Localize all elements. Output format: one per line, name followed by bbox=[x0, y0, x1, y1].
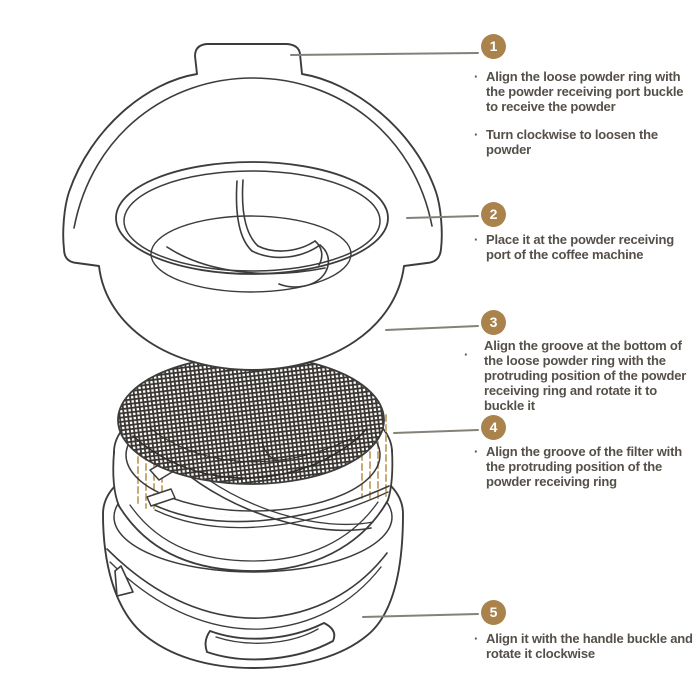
instruction-text: Align the groove of the filter with the … bbox=[486, 444, 682, 489]
step-5: 5 · Align it with the handle buckle and … bbox=[474, 600, 700, 661]
instruction-item: · Align the groove at the bottom of the … bbox=[464, 338, 700, 413]
bullet-dot: · bbox=[464, 347, 469, 362]
step-4: 4 · Align the groove of the filter with … bbox=[474, 415, 700, 489]
ring-wall-right bbox=[387, 449, 394, 501]
bowl-opening-inner bbox=[123, 170, 381, 272]
bullet-dot: · bbox=[474, 69, 479, 84]
instruction-item: · Align the groove of the filter with th… bbox=[474, 444, 700, 489]
ring-protrusion-tab bbox=[146, 488, 176, 507]
instruction-item: · Place it at the powder receiving port … bbox=[474, 232, 700, 262]
instruction-text: Align the loose powder ring with the pow… bbox=[486, 69, 684, 114]
step-2: 2 · Place it at the powder receiving por… bbox=[474, 202, 700, 262]
bowl-floor bbox=[150, 215, 352, 293]
base-band-line bbox=[106, 548, 388, 619]
ring-bottom-edge bbox=[118, 499, 389, 572]
loose-powder-ring bbox=[62, 43, 443, 371]
step-2-badge: 2 bbox=[481, 202, 506, 227]
bullet-dot: · bbox=[474, 631, 479, 646]
bullet-dot: · bbox=[474, 444, 479, 459]
exploded-view-illustration bbox=[62, 43, 479, 669]
handle-buckle bbox=[204, 622, 336, 661]
step-4-badge: 4 bbox=[481, 415, 506, 440]
bullet-dot: · bbox=[474, 127, 479, 142]
step-5-badge: 5 bbox=[481, 600, 506, 625]
leader-line-5 bbox=[362, 613, 479, 618]
step-3-badge: 3 bbox=[481, 310, 506, 335]
mesh-filter bbox=[117, 355, 385, 485]
step-3: 3 · Align the groove at the bottom of th… bbox=[464, 310, 700, 413]
instruction-item: · Align the loose powder ring with the p… bbox=[474, 69, 700, 114]
instruction-item: · Align it with the handle buckle and ro… bbox=[474, 631, 700, 661]
instruction-text: Turn clockwise to loosen the powder bbox=[486, 127, 658, 157]
instruction-text: Place it at the powder receiving port of… bbox=[486, 232, 674, 262]
ring-wall-left bbox=[112, 451, 120, 507]
bowl-rim-inner-line bbox=[73, 77, 433, 229]
leader-line-3 bbox=[385, 325, 479, 331]
step-1: 1 · Align the loose powder ring with the… bbox=[474, 34, 700, 157]
instruction-text: Align it with the handle buckle and rota… bbox=[486, 631, 693, 661]
base-foot-tab bbox=[114, 565, 134, 597]
handle-inner-line bbox=[215, 628, 319, 644]
bowl-vane bbox=[166, 179, 330, 288]
leader-line-2 bbox=[406, 215, 479, 219]
instruction-text: Align the groove at the bottom of the lo… bbox=[484, 338, 687, 413]
leader-lines bbox=[290, 52, 479, 618]
leader-line-4 bbox=[393, 429, 479, 434]
bullet-dot: · bbox=[474, 232, 479, 247]
bowl-opening bbox=[115, 161, 389, 275]
instruction-item: · Turn clockwise to loosen the powder bbox=[474, 127, 700, 157]
step-1-badge: 1 bbox=[481, 34, 506, 59]
base-band-line bbox=[109, 561, 382, 630]
leader-line-1 bbox=[290, 52, 479, 56]
